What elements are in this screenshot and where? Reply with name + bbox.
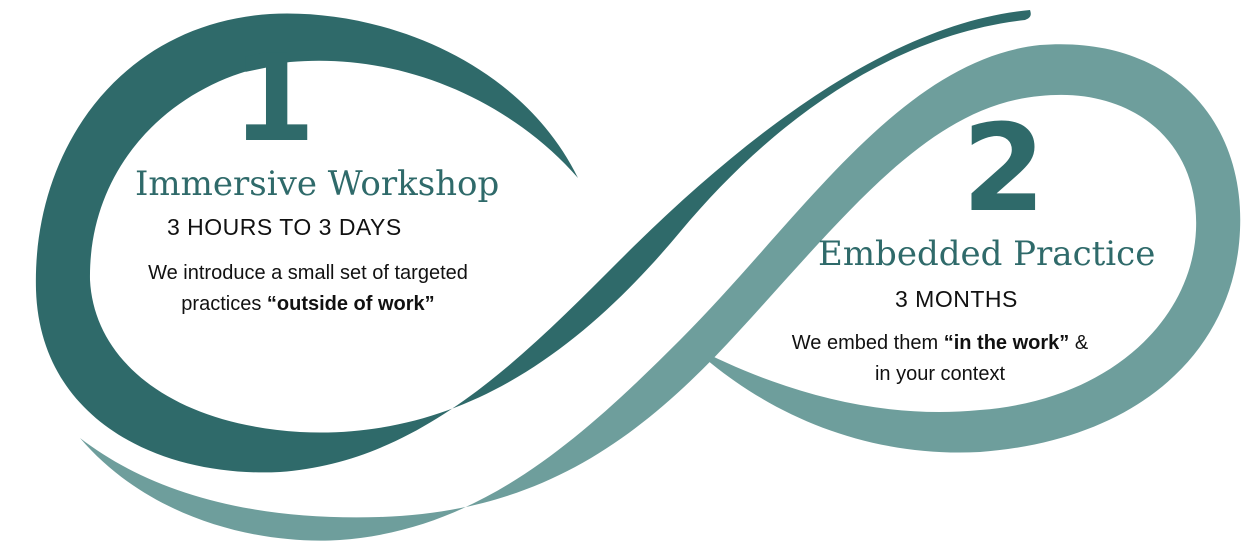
step-2-number: 2 (962, 100, 1046, 239)
step-2-text-suffix: & (1069, 332, 1089, 354)
step-1-description-line1: We introduce a small set of targeted (148, 262, 468, 284)
step-1-title: Immersive Workshop (135, 164, 500, 204)
step-2-duration: 3 MONTHS (895, 286, 1018, 312)
step-2-text: We embed them (791, 332, 944, 354)
step-2-emphasis: “in the work” (943, 332, 1070, 354)
step-2-description: We embed them “in the work” & in your co… (740, 328, 1140, 390)
dark-ribbon (35, 10, 1031, 473)
step-1-number: 1 (232, 30, 316, 169)
step-1-description-line2: practices “outside of work” (108, 289, 508, 320)
step-1-text: practices (181, 293, 267, 315)
step-2-description-line2: in your context (874, 363, 1006, 385)
step-2-title: Embedded Practice (818, 234, 1156, 274)
step-2-description-line1: We embed them “in the work” & (740, 328, 1140, 359)
step-1-emphasis: “outside of work” (266, 293, 435, 315)
light-ribbon (80, 44, 1241, 541)
step-1-duration: 3 HOURS TO 3 DAYS (167, 214, 402, 240)
step-1-description: We introduce a small set of targeted pra… (108, 258, 508, 320)
